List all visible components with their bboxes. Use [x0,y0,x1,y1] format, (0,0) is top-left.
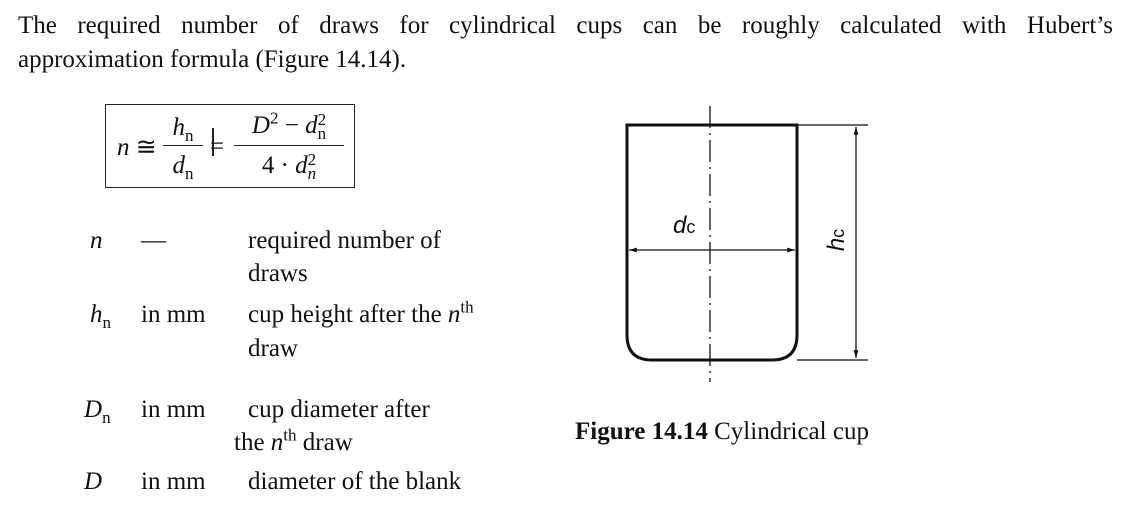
figure-caption: Figure 14.14 Cylindrical cup [575,419,869,444]
label-var: h [823,237,851,252]
definition-desc: cup diameter after [248,396,430,423]
definition-unit: in mm [141,301,206,328]
definition-unit: — [141,227,166,254]
symbol-var: D [84,396,103,423]
var-d: d [305,112,318,139]
intro-line-2: approximation formula (Figure 14.14). [18,46,407,73]
exp-2: 2 [307,150,317,170]
fraction-2-bar [234,145,344,147]
symbol-sub: n [102,408,111,427]
formula-lhs: n ≅ [117,135,157,160]
var-D: D [251,112,270,139]
sub-n: n [185,164,194,183]
fraction-1-bar [163,145,203,147]
desc-var: n [447,301,461,328]
label-dc: dc [673,214,695,238]
definition-desc-cont: draws [248,260,308,287]
desc-var: n [270,429,284,456]
label-hc: hc [823,228,851,252]
definition-unit: in mm [141,468,206,495]
var-d: d [295,152,308,179]
symbol-sub: n [102,313,112,332]
caption-text: Cylindrical cup [707,418,869,445]
text-cursor [212,128,214,156]
desc-text: cup height after the [248,301,448,328]
definition-symbol: D [84,468,103,495]
definition-unit: in mm [141,396,206,423]
definition-desc: required number of [248,227,441,254]
definition-symbol: Dn [84,396,111,426]
intro-line-1: The required number of draws for cylindr… [18,12,1113,39]
label-sub: c [686,217,696,237]
sub-n: n [307,164,317,184]
cylindrical-cup-drawing [625,106,868,382]
cup-outline [625,123,799,362]
desc-text: the [234,429,271,456]
symbol-var: h [90,301,103,328]
minus-sign: − [284,112,299,139]
definition-symbol: n [90,227,103,254]
intro-paragraph: The required number of draws for cylindr… [18,9,1113,77]
sub-n: n [185,126,194,145]
fraction-1-num: hn [163,114,203,145]
exp-2: 2 [269,108,279,128]
exp-2: 2 [317,110,327,130]
var-h: h [172,114,186,141]
label-var: d [673,212,687,239]
formula-border [105,104,355,188]
caption-number: Figure 14.14 [575,418,708,445]
desc-text: draw [296,429,353,456]
fraction-1-den: dn [163,152,203,183]
definition-desc: cup height after the nth [248,299,474,328]
definition-symbol: hn [90,301,111,331]
equals-sign: = [210,133,225,160]
var-n: n [117,134,130,161]
desc-sup: th [460,297,474,317]
var-d: d [172,152,186,179]
sub-n: n [317,124,327,144]
approx-sign: ≅ [135,134,157,161]
coef-4: 4 · [261,152,289,179]
label-sub: c [828,228,849,238]
definition-desc-cont: draw [248,335,298,362]
desc-sup: th [283,425,297,445]
definition-desc-cont: the nth draw [234,427,353,456]
definition-desc: diameter of the blank [248,468,462,495]
